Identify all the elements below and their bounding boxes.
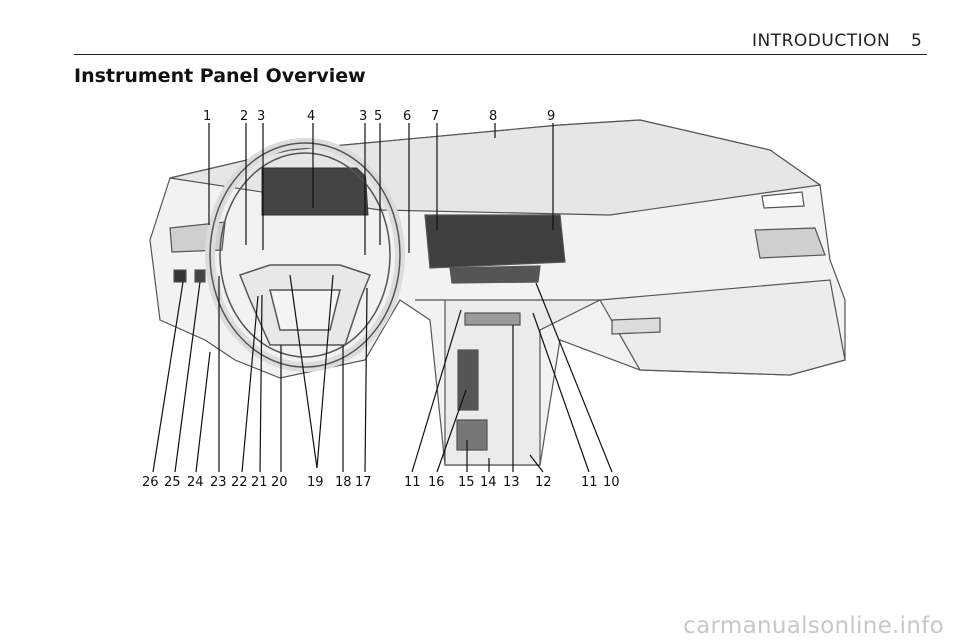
steering-wheel	[205, 138, 405, 372]
callout-label: 26	[142, 475, 159, 490]
callout-label: 22	[231, 475, 248, 490]
callout-labels-top: 1 2 3 4 3 5 6 7 8 9	[203, 109, 555, 124]
callout-label: 18	[335, 475, 352, 490]
instrument-cluster	[261, 167, 369, 216]
watermark: carmanualsonline.info	[683, 613, 944, 639]
callout-label: 2	[240, 109, 248, 124]
callout-label: 19	[307, 475, 324, 490]
callout-label: 24	[187, 475, 204, 490]
callout-leaders-bottom	[152, 274, 613, 473]
callout-label: 9	[547, 109, 555, 124]
callout-label: 7	[431, 109, 439, 124]
callout-label: 8	[489, 109, 497, 124]
callout-label: 11	[404, 475, 421, 490]
page-number: 5	[911, 31, 922, 51]
callout-labels-bottom: 26 25 24 23 22 21 20 19 18 17 11 16 15 1…	[142, 475, 620, 490]
callout-label: 17	[355, 475, 372, 490]
callout-label: 5	[374, 109, 382, 124]
page-title: Instrument Panel Overview	[74, 65, 366, 87]
callout-label: 3	[257, 109, 265, 124]
callout-label: 10	[603, 475, 620, 490]
callout-label: 13	[503, 475, 520, 490]
header-rule	[74, 54, 927, 55]
callout-leaders-top	[208, 123, 554, 255]
running-header-section: INTRODUCTION	[752, 31, 891, 51]
callout-label: 25	[164, 475, 181, 490]
callout-label: 11	[581, 475, 598, 490]
callout-label: 1	[203, 109, 211, 124]
callout-label: 6	[403, 109, 411, 124]
callout-label: 21	[251, 475, 268, 490]
callout-label: 3	[359, 109, 367, 124]
callout-label: 20	[271, 475, 288, 490]
callout-label: 16	[428, 475, 445, 490]
callout-label: 15	[458, 475, 475, 490]
callout-label: 12	[535, 475, 552, 490]
callout-label: 14	[480, 475, 497, 490]
callout-label: 23	[210, 475, 227, 490]
callout-label: 4	[307, 109, 315, 124]
